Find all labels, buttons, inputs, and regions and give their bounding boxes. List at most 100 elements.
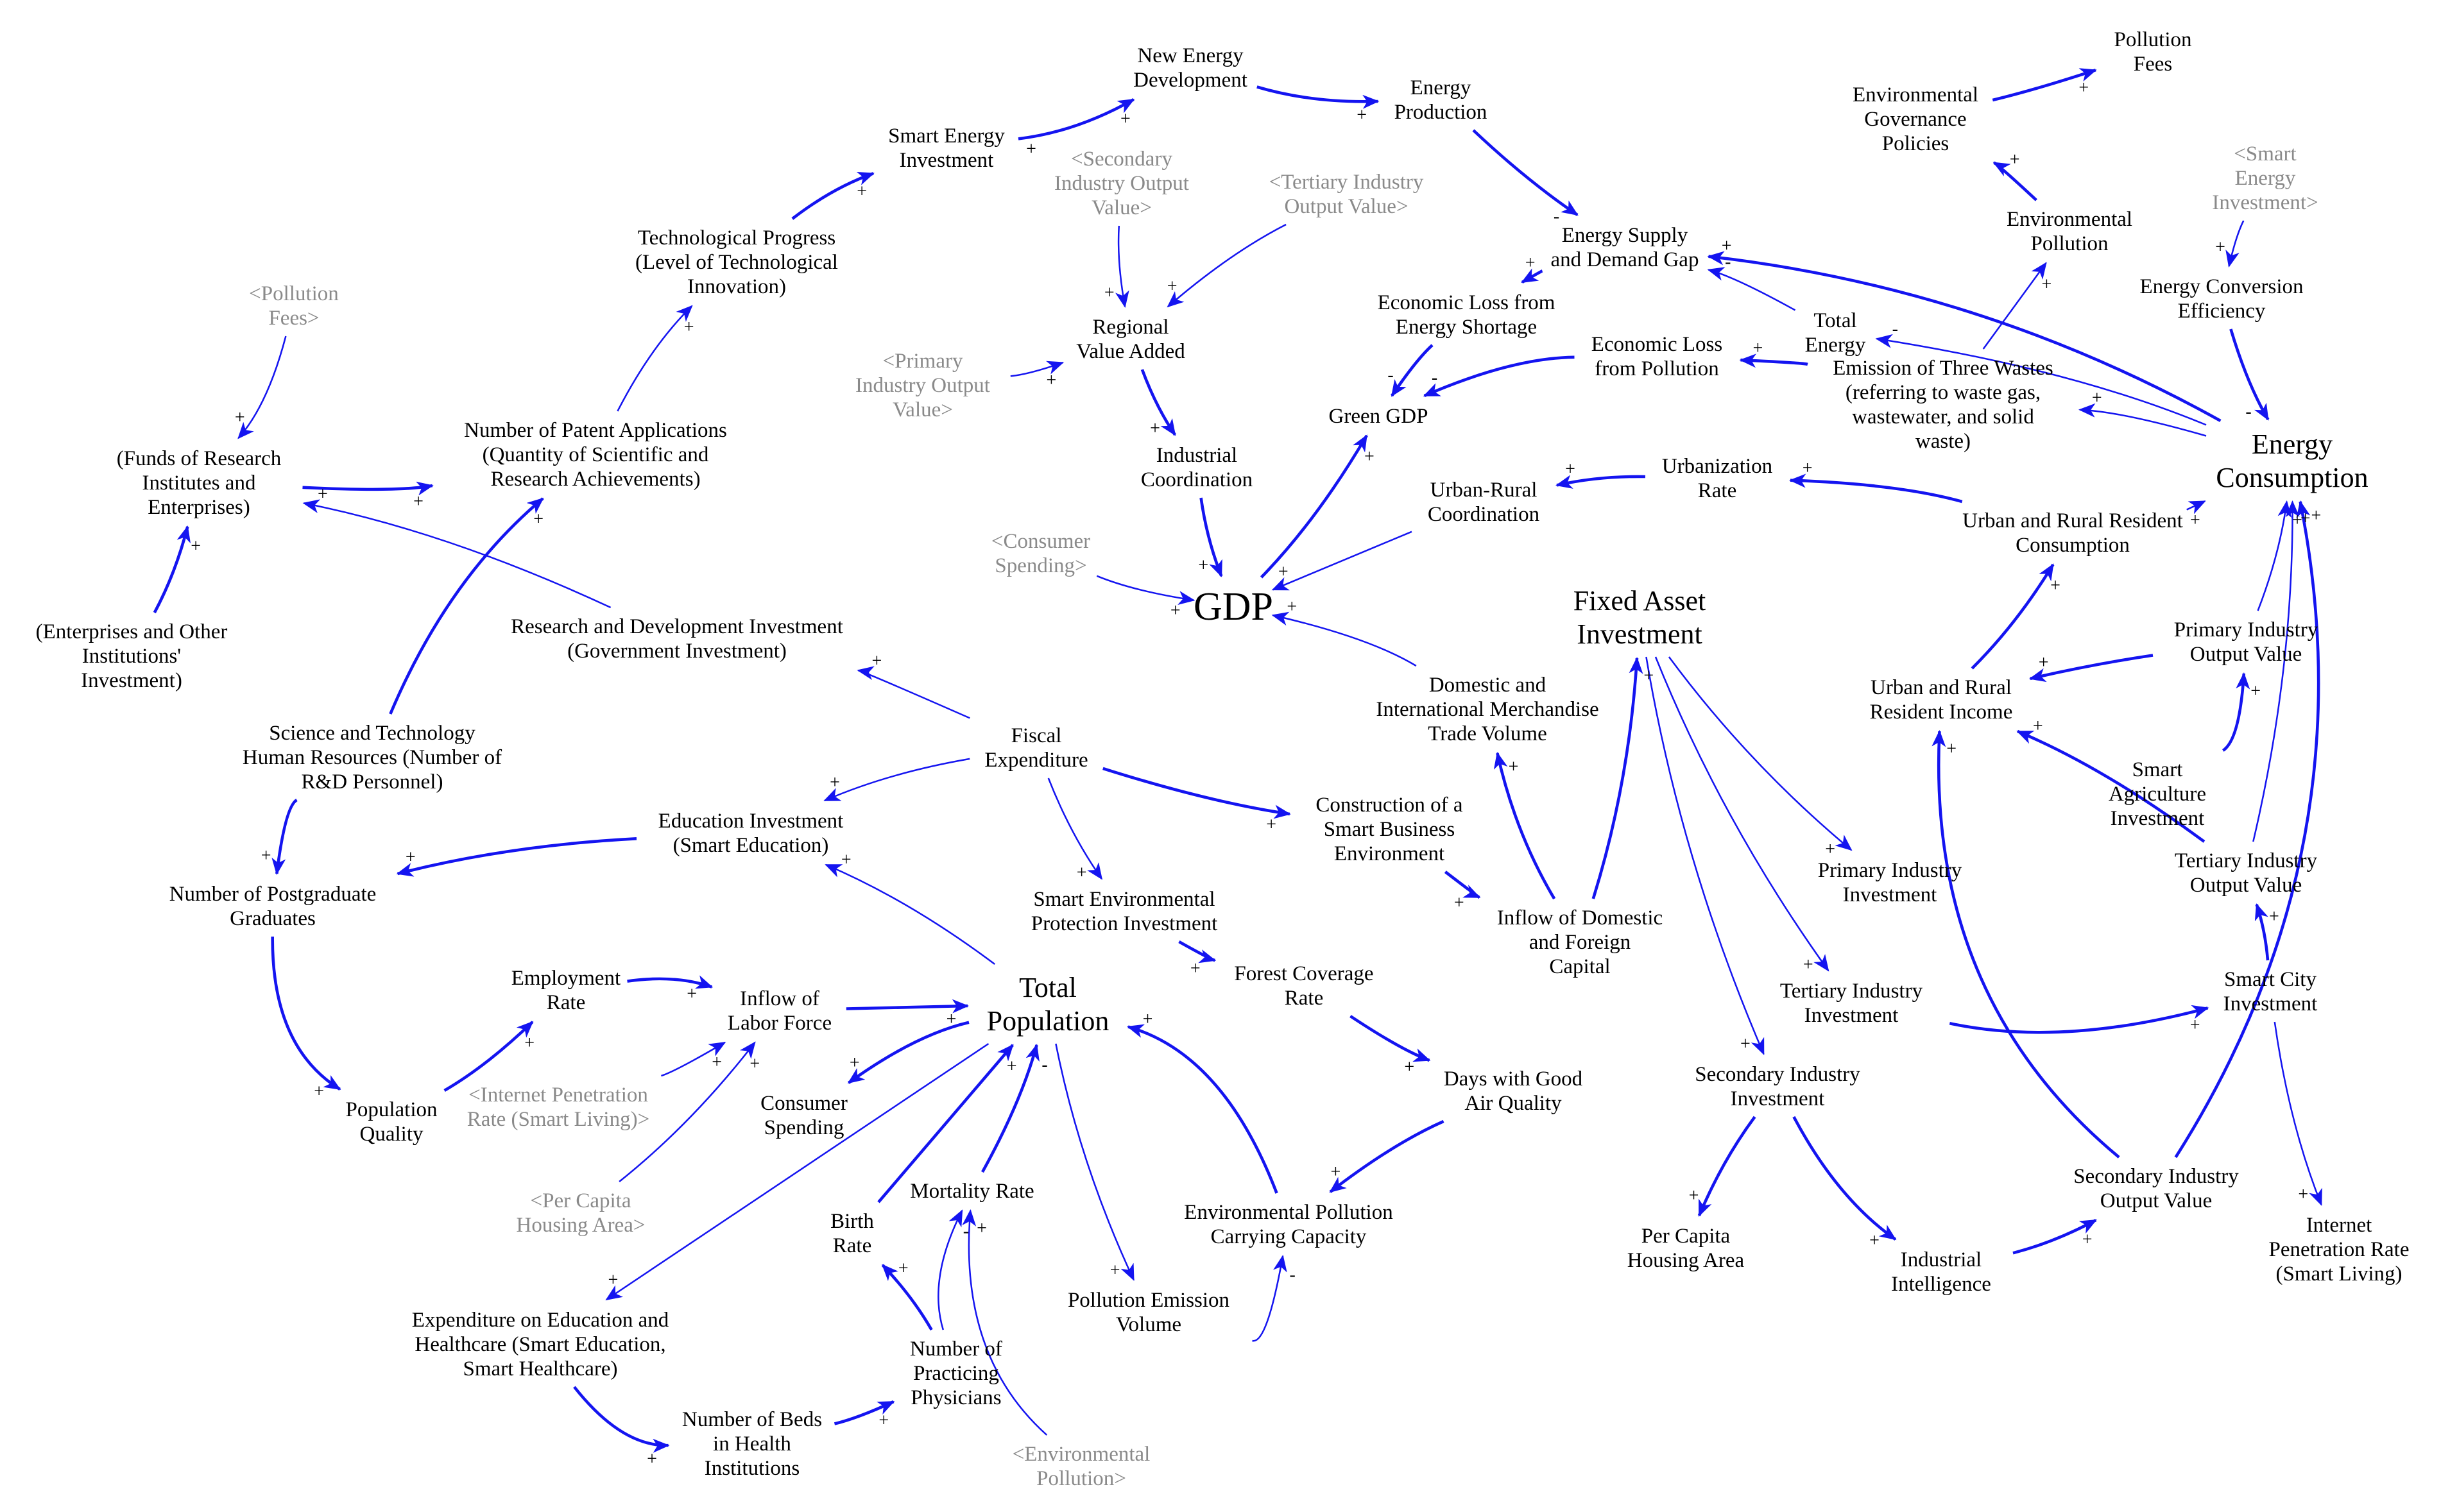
node-label-line: Science and Technology <box>269 722 475 745</box>
link-good-air-to-carrying <box>1329 1119 1444 1193</box>
node-label-line: Per Capita <box>1641 1225 1731 1248</box>
link-polarity: + <box>1869 1230 1880 1250</box>
link-polarity: + <box>749 1054 760 1074</box>
link-fiscal-to-smart-env <box>1047 777 1103 880</box>
link-polarity: + <box>2039 653 2049 673</box>
link-polarity: + <box>1525 253 1536 273</box>
node-label-line: Investment <box>2111 807 2205 830</box>
node-label-line: Fees <box>2134 53 2173 76</box>
link-energy-prod-to-supply-gap <box>1472 129 1579 216</box>
causal-links <box>153 68 2322 1453</box>
link-polarity: + <box>1364 447 1375 467</box>
node-label-line: <Pollution <box>249 282 339 305</box>
node-label-line: Resident Income <box>1870 701 2013 724</box>
node-label-line: from Pollution <box>1595 357 1718 380</box>
node-label-line: International Merchandise <box>1376 698 1598 721</box>
link-polarity: - <box>1725 252 1731 272</box>
node-label-line: waste) <box>1915 430 1971 453</box>
link-smart-city-to-tertiary-val <box>2254 903 2270 961</box>
link-fai-to-primary-inv <box>1668 656 1853 851</box>
node-label-line: Energy <box>2252 429 2333 460</box>
link-resident-income-to-resident-cons <box>1971 563 2055 670</box>
node-label-line: Rate <box>547 991 585 1014</box>
link-polarity: + <box>1198 556 1208 575</box>
link-population-to-consumer-spending <box>847 1021 970 1084</box>
link-polarity: + <box>1565 459 1575 479</box>
link-total-energy-to-supply-gap <box>1707 267 1796 311</box>
node-label-line: Labor Force <box>728 1012 832 1035</box>
link-fai-to-secondary-inv <box>1645 656 1765 1055</box>
link-polarity: + <box>533 509 544 529</box>
link-polarity: + <box>1803 459 1813 479</box>
link-polarity: + <box>2250 681 2261 701</box>
link-polarity: + <box>1077 863 1087 883</box>
link-polarity: - <box>2245 402 2251 422</box>
link-postgrad-to-pop-quality <box>271 936 341 1091</box>
node-label-line: Fiscal <box>1011 724 1062 747</box>
link-trade-to-gdp <box>1271 611 1417 667</box>
link-primary-val-to-resident-income <box>2028 654 2154 683</box>
link-carrying-to-population <box>1127 1024 1278 1194</box>
link-polarity: + <box>1643 666 1654 686</box>
link-fiscal-to-smart-business <box>1102 767 1291 819</box>
link-resident-cons-to-energy-cons <box>2186 500 2206 514</box>
link-polarity: - <box>1892 319 1898 339</box>
node-label-line: Spending <box>764 1116 844 1139</box>
link-sh-internet-to-labor <box>661 1041 726 1077</box>
node-label-line: Emission of Three Wastes <box>1833 357 2053 380</box>
node-label-line: Total <box>1813 309 1856 332</box>
node-label-line: Consumer <box>760 1092 848 1115</box>
link-polarity: + <box>318 484 328 504</box>
node-patents: Number of Patent Applications(Quantity o… <box>464 419 727 491</box>
node-mortality: Mortality Rate <box>910 1180 1034 1203</box>
link-polarity: + <box>712 1052 722 1072</box>
node-label-line: (Funds of Research <box>117 447 282 470</box>
node-label-line: Urban and Rural <box>1871 676 2012 699</box>
node-label-line: Practicing <box>913 1362 999 1385</box>
link-polarity: + <box>2050 576 2060 596</box>
node-label-line: Secondary Industry <box>2073 1165 2239 1188</box>
node-label-line: Smart Healthcare) <box>463 1357 618 1380</box>
link-polarity: - <box>1041 1055 1047 1075</box>
node-label-line: Inflow of <box>740 987 819 1010</box>
node-label-line: Capital <box>1549 955 1610 978</box>
node-label-line: (Enterprises and Other <box>36 620 228 643</box>
node-label-line: Regional <box>1092 316 1169 339</box>
node-label-line: Energy <box>1410 76 1471 99</box>
node-label-line: Pollution <box>2030 232 2108 255</box>
node-label-line: Smart <box>2132 758 2183 781</box>
node-label-line: Population <box>345 1098 437 1121</box>
node-label-line: Investment <box>2223 992 2318 1015</box>
link-polarity: + <box>235 407 245 427</box>
link-smart-env-to-forest <box>1178 940 1217 964</box>
link-env-gov-to-pollution-fees <box>1992 68 2097 102</box>
node-label-line: Efficiency <box>2178 300 2266 323</box>
link-population-to-edu-inv <box>825 863 995 965</box>
link-beds-to-physicians <box>834 1400 895 1425</box>
node-label-line: Number of <box>910 1338 1002 1361</box>
link-polarity: - <box>1432 368 1437 387</box>
link-funds-to-patents <box>302 481 434 496</box>
link-polarity: + <box>524 1033 535 1053</box>
node-label-line: Education Investment <box>658 810 844 833</box>
link-polarity: + <box>878 1411 889 1431</box>
link-secondary-inv-to-housing <box>1697 1116 1756 1217</box>
link-employment-to-labor <box>627 975 714 989</box>
link-sh-pollution-fees-to-funds <box>237 336 287 439</box>
